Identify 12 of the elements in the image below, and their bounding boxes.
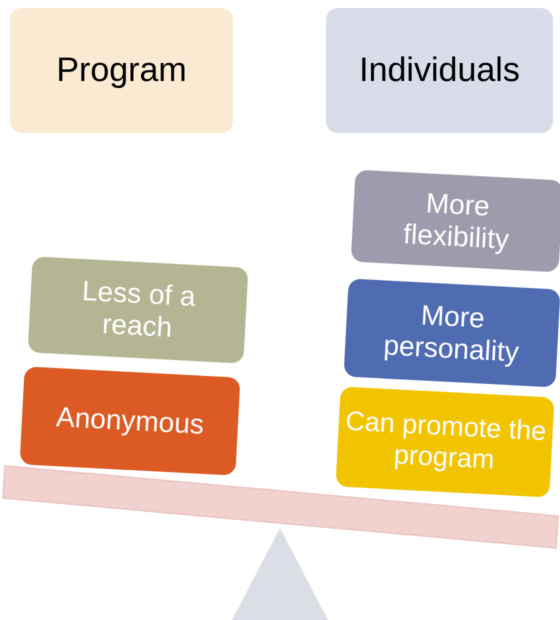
header-box [326, 8, 553, 133]
item-box [344, 278, 560, 388]
item-box [336, 386, 554, 498]
box-label: Less of a reach [80, 274, 198, 345]
item-box [20, 366, 240, 476]
box-label: Individuals [358, 50, 521, 90]
box-label: Anonymous [54, 400, 206, 442]
box-label: More personality [382, 298, 521, 370]
box-label: Can promote the program [344, 405, 548, 477]
box-label: More flexibility [402, 186, 511, 257]
box-label: Program [55, 50, 188, 90]
header-box [10, 8, 233, 133]
